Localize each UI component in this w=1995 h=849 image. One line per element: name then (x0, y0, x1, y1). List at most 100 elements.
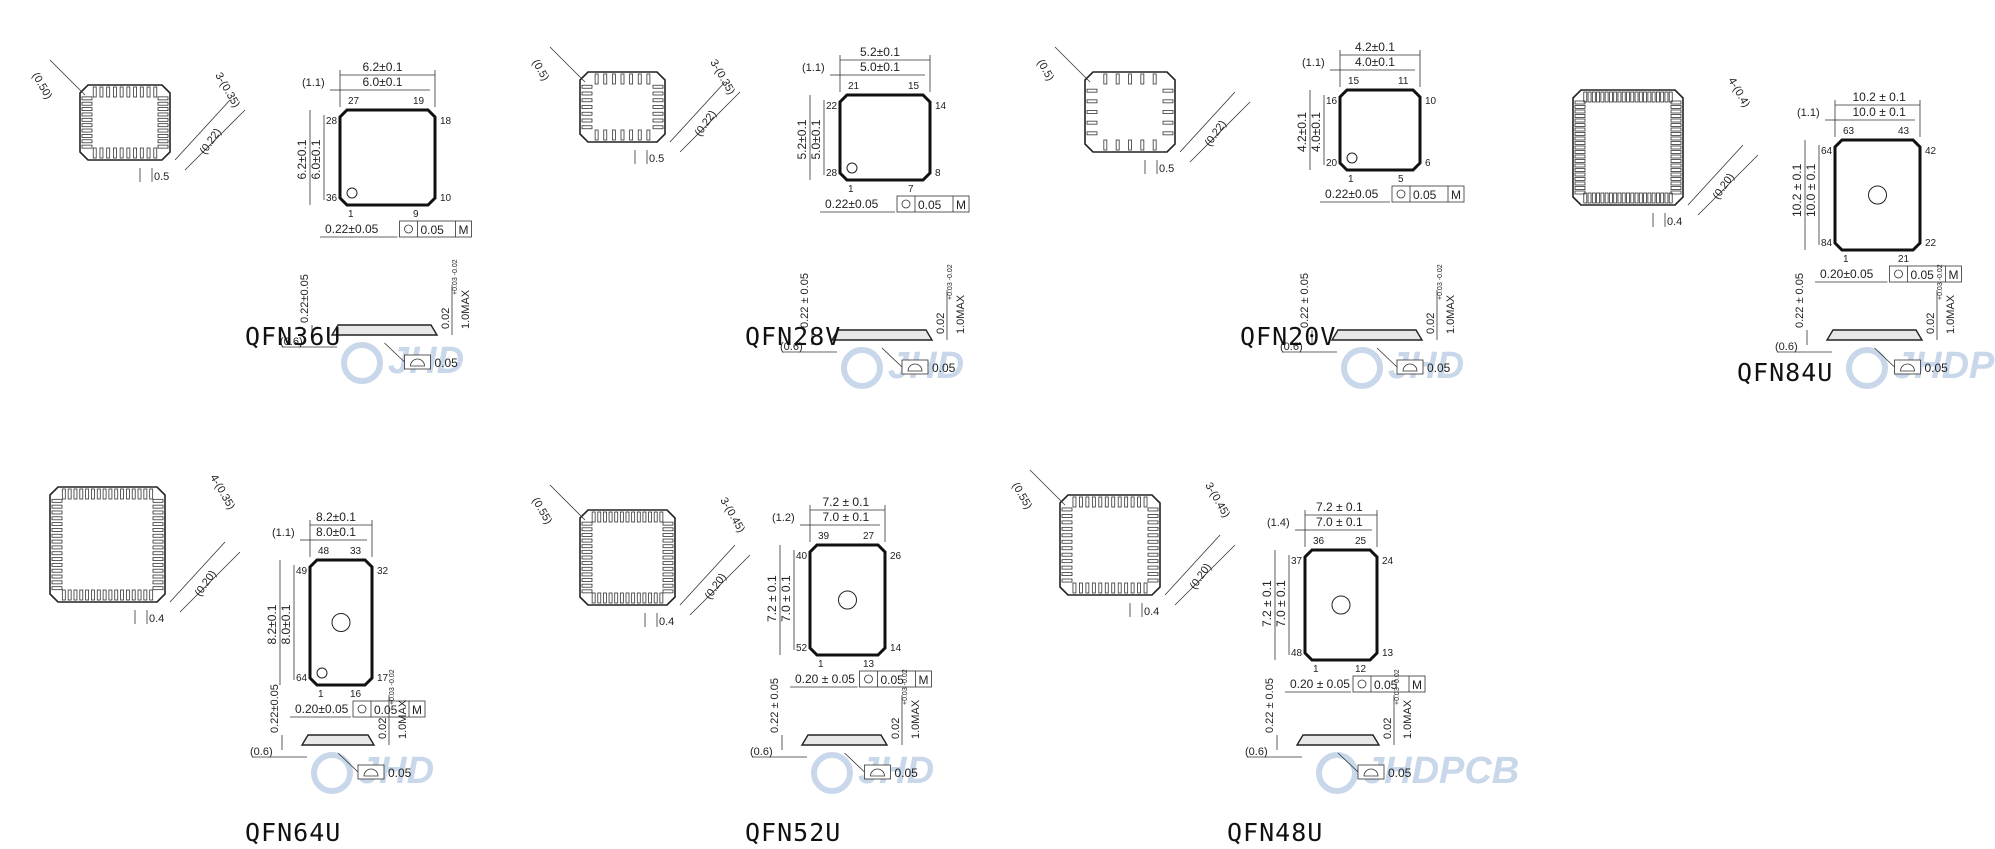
pin-number-top-left: 36 (1313, 536, 1325, 547)
lead-pad (153, 147, 158, 159)
vert-outer-dim-label: 7.2 ± 0.1 (1260, 580, 1274, 627)
lead-pad (108, 589, 113, 601)
diag-dim-line (1029, 469, 1066, 506)
lead-pad (1117, 582, 1122, 594)
pin1-marker-icon (1346, 152, 1358, 164)
lead-pad (96, 488, 101, 500)
lead-pad (642, 592, 647, 604)
lead-pad (1574, 141, 1586, 145)
tolerance-modifier: M (919, 673, 929, 687)
flatness-leader (844, 752, 865, 773)
profile-lead-label: 0.22±0.05 (269, 684, 281, 733)
tolerance-value: 0.05 (1374, 678, 1398, 692)
lead-pad (114, 488, 119, 500)
tolerance-value: 0.05 (421, 223, 445, 237)
lead-pad (581, 533, 593, 537)
lead-pad (1670, 190, 1682, 195)
lead-pad (1670, 127, 1682, 132)
diag-dim-line (1179, 91, 1236, 153)
profile-tolerance-label: +0.03 -0.02 (389, 669, 396, 705)
lead-pad (1651, 91, 1656, 103)
vert-inner-dim-label: 4.0±0.1 (1309, 112, 1323, 152)
lead-pad (652, 111, 664, 116)
flatness-leader (1874, 347, 1895, 368)
pin-number-right-top: 10 (1425, 96, 1437, 107)
profile-tolerance-label: +0.03 -0.02 (1437, 264, 1444, 300)
lead-pad (125, 589, 130, 601)
lead-pad (152, 528, 164, 532)
lead-pad (1147, 572, 1159, 576)
watermark-logo-icon (1316, 752, 1358, 794)
lead-pad (1609, 192, 1613, 204)
flatness-frame (901, 359, 929, 375)
lead-pad (1613, 192, 1618, 204)
flatness-frame (357, 764, 385, 780)
lead-pad (611, 129, 616, 141)
lead-pad (619, 592, 624, 604)
lead-pad (662, 583, 674, 588)
pin-number-top-right: 27 (863, 531, 875, 542)
pin-number-right-top: 14 (935, 101, 947, 112)
lead-pad (79, 589, 84, 601)
watermark-logo-icon (341, 342, 383, 384)
lead-pad (1591, 91, 1596, 103)
diag-dim-line (679, 544, 736, 606)
lead-pad (1600, 192, 1605, 204)
side-diag-label: 4-(0.4) (1725, 76, 1752, 110)
package-top-outline (1338, 88, 1422, 172)
lead-pad (662, 544, 674, 549)
pin-number-top-right: 43 (1898, 126, 1910, 137)
lead-pad (1670, 141, 1682, 145)
lead-pad (1574, 172, 1586, 177)
pin-number-top-right: 11 (1398, 76, 1409, 87)
side-pitch-label: 0.4 (1667, 216, 1682, 228)
lead-pad (662, 578, 674, 582)
pin-number-left-top: 22 (826, 101, 838, 112)
lead-pad (581, 566, 593, 571)
lead-pad (1670, 109, 1682, 114)
lead-pad (1587, 91, 1592, 103)
top-inner-dim-label: 10.0 ± 0.1 (1853, 105, 1907, 119)
package-profile (1295, 734, 1381, 746)
side-view: 0.5(0.22)(0.5) (1034, 46, 1251, 175)
pin-number-right-top: 18 (440, 116, 452, 127)
lead-pad (662, 538, 674, 543)
lead-pad (133, 86, 137, 98)
pin-number-bottom-left: 1 (318, 689, 324, 700)
lead-pad (106, 86, 111, 98)
lead-pad (81, 123, 93, 128)
package-body-outline (579, 509, 676, 606)
lead-pad (581, 125, 593, 130)
lead-pad (81, 139, 93, 144)
lead-pad (108, 488, 113, 500)
lead-pad (85, 488, 90, 500)
package-title: QFN48U (1227, 818, 1324, 847)
lead-pad (1091, 496, 1096, 508)
lead-pad (1587, 192, 1592, 204)
profile-standoff-label: 0.02 (440, 308, 452, 329)
side-left-label: (0.55) (529, 496, 554, 527)
vert-outer-dim-label: 5.2±0.1 (795, 119, 809, 159)
pin-number-left-bottom: 48 (1291, 648, 1303, 659)
lead-pad (1647, 192, 1652, 204)
side-view: 0.4(0.20)3-(0.45)(0.55) (1009, 469, 1236, 618)
lead-pad (1670, 181, 1682, 186)
diag-dim-line (1697, 154, 1759, 216)
side-view: 0.5(0.22)3-(0.35)(0.5) (529, 46, 741, 165)
profile-lead-label: 0.22 ± 0.05 (1794, 273, 1806, 328)
lead-pad (581, 572, 593, 577)
position-tolerance-icon (1357, 679, 1367, 689)
top-outer-dim-label: 7.2 ± 0.1 (823, 495, 870, 509)
diag-dim-line (1174, 544, 1236, 606)
lead-pad (1128, 73, 1132, 85)
lead-pad (1670, 177, 1682, 181)
lead-pad (1574, 109, 1586, 114)
watermark-logo-icon (1846, 347, 1888, 389)
lead-pad (152, 533, 164, 538)
lead-pad (581, 549, 593, 554)
tolerance-modifier: M (412, 703, 422, 717)
profile-max-label: 1.0MAX (1445, 294, 1457, 334)
